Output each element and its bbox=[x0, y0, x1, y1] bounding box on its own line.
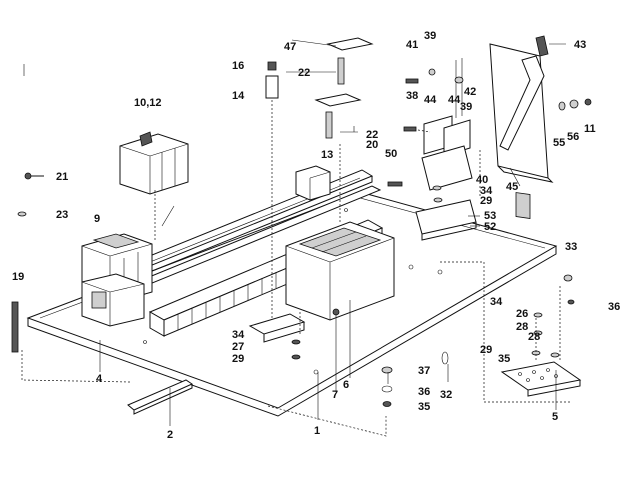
label-50: 50 bbox=[385, 148, 397, 160]
assembly-lines bbox=[21, 100, 572, 437]
label-23: 23 bbox=[56, 209, 68, 221]
lever-43 bbox=[499, 35, 549, 151]
label-11: 11 bbox=[584, 123, 596, 135]
label-6: 6 bbox=[343, 379, 349, 391]
breaker-10-12 bbox=[119, 131, 189, 195]
label-14: 14 bbox=[232, 90, 245, 102]
label-36-a: 36 bbox=[418, 386, 430, 398]
label-34-b: 34 bbox=[480, 185, 493, 197]
label-43: 43 bbox=[574, 39, 586, 51]
label-28-b: 28 bbox=[528, 331, 540, 343]
label-33: 33 bbox=[565, 241, 577, 253]
label-22-mid: 22 bbox=[366, 129, 378, 141]
terminal-plate-5 bbox=[500, 361, 582, 397]
label-34-a: 34 bbox=[232, 329, 245, 341]
transformer-6 bbox=[285, 221, 395, 321]
label-35-b: 35 bbox=[498, 353, 510, 365]
label-35-a: 35 bbox=[418, 401, 430, 413]
label-29-a: 29 bbox=[232, 353, 244, 365]
label-26: 26 bbox=[516, 308, 528, 320]
label-1: 1 bbox=[314, 425, 320, 437]
label-7: 7 bbox=[332, 389, 338, 401]
clamp-47 bbox=[314, 37, 374, 139]
label-53: 53 bbox=[484, 210, 496, 222]
label-41: 41 bbox=[406, 39, 418, 51]
label-4: 4 bbox=[96, 373, 103, 385]
label-44-a: 44 bbox=[424, 94, 437, 106]
din-rail-bottom bbox=[127, 379, 194, 415]
label-28-a: 28 bbox=[516, 321, 528, 333]
label-19: 19 bbox=[12, 271, 24, 283]
label-36-b: 36 bbox=[608, 301, 620, 313]
terminal-block-13 bbox=[295, 165, 331, 201]
label-29-b: 29 bbox=[480, 195, 492, 207]
label-42: 42 bbox=[464, 86, 476, 98]
label-52: 52 bbox=[484, 221, 496, 233]
label-16: 16 bbox=[232, 60, 244, 72]
label-47: 47 bbox=[284, 41, 296, 53]
bracket-52-53 bbox=[415, 145, 477, 241]
label-29-c: 29 bbox=[480, 344, 492, 356]
label-39-a: 39 bbox=[424, 30, 436, 42]
label-22-top: 22 bbox=[298, 67, 310, 79]
label-21: 21 bbox=[56, 171, 68, 183]
mounting-bracket-45 bbox=[489, 43, 554, 219]
label-27: 27 bbox=[232, 341, 244, 353]
small-bracket bbox=[248, 313, 306, 343]
label-20: 20 bbox=[366, 139, 378, 151]
label-10-12: 10,12 bbox=[134, 97, 162, 109]
label-55: 55 bbox=[553, 137, 565, 149]
contactor-4 bbox=[81, 273, 145, 327]
label-34-c: 34 bbox=[490, 296, 503, 308]
label-32: 32 bbox=[440, 389, 452, 401]
label-leaders bbox=[23, 39, 566, 426]
part-labels: 1 2 4 5 6 7 9 10,12 11 13 14 16 19 20 21… bbox=[12, 30, 620, 441]
label-39-b: 39 bbox=[460, 101, 472, 113]
label-56: 56 bbox=[567, 131, 579, 143]
label-38: 38 bbox=[406, 90, 418, 102]
label-40: 40 bbox=[476, 174, 488, 186]
label-45: 45 bbox=[506, 181, 518, 193]
label-2: 2 bbox=[167, 429, 173, 441]
fuse-holder-14 bbox=[265, 61, 279, 99]
label-44-b: 44 bbox=[448, 94, 461, 106]
label-9: 9 bbox=[94, 213, 100, 225]
label-37: 37 bbox=[418, 365, 430, 377]
label-5: 5 bbox=[552, 411, 558, 423]
label-13: 13 bbox=[321, 149, 333, 161]
